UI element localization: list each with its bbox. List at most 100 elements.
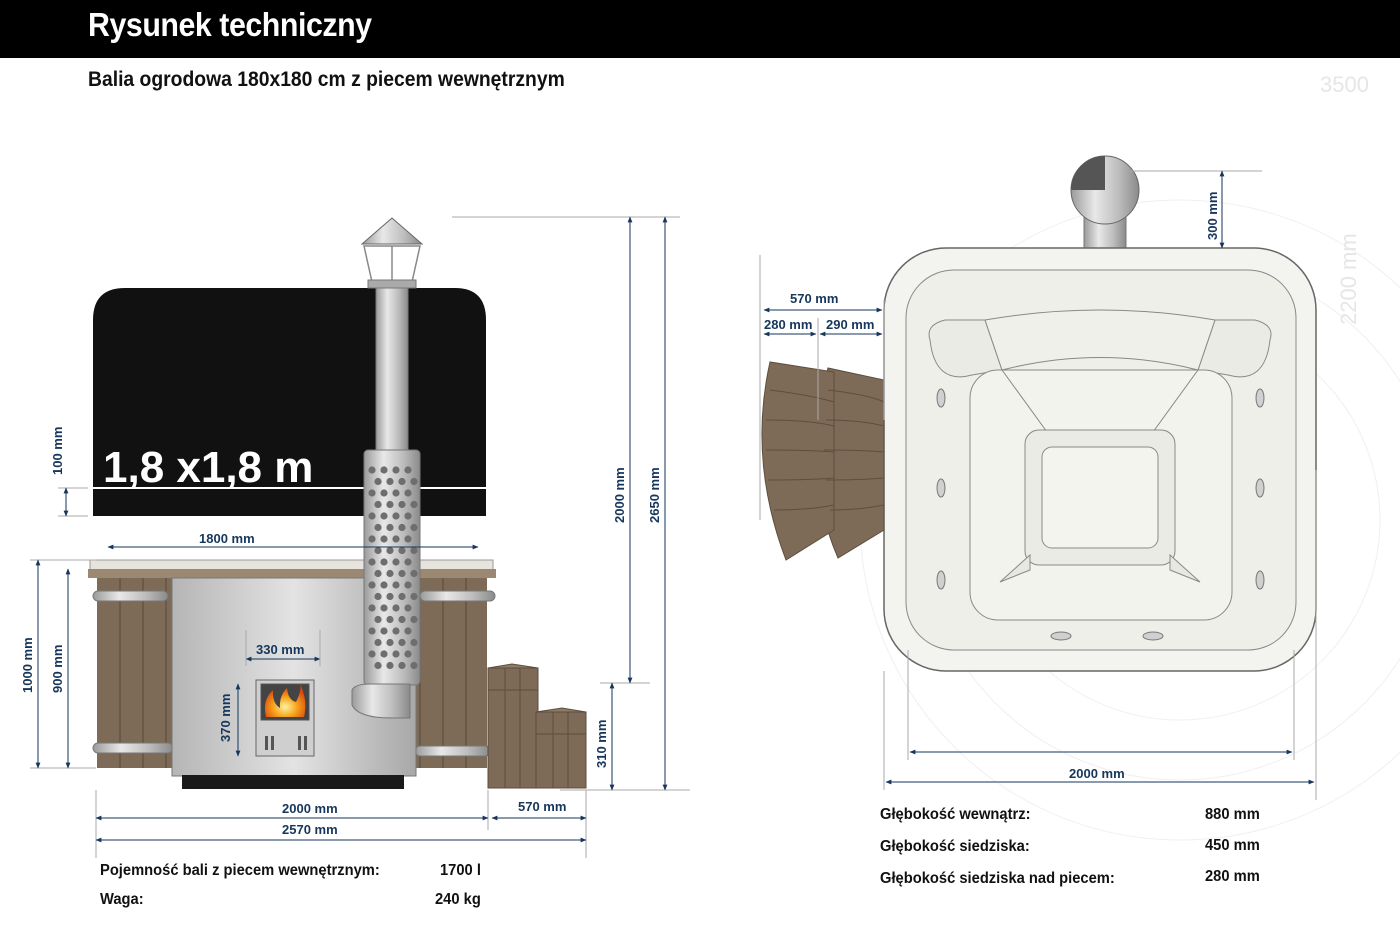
chimney-hole [398,638,406,647]
dim-stairs-height: 310 mm [594,720,609,768]
chimney-hole [368,558,376,566]
chimney-hole [392,512,400,520]
spec-label-weight: Waga: [100,891,144,908]
page-title: Rysunek techniczny [88,6,372,43]
chimney-hole [386,500,394,509]
chimney-hole [380,558,388,566]
chimney-hole [368,489,376,497]
dim-height-chimney: 2000 mm [612,467,627,523]
spec-label-inner-depth: Głębokość wewnątrz: [880,806,1031,823]
chimney-hole [392,489,400,497]
dim-step-1: 280 mm [764,317,812,332]
chimney-hole [368,604,376,612]
dim-cover-thickness: 100 mm [50,427,65,475]
chimney-hole [398,661,406,670]
chimney-hole [374,569,382,578]
chimney-hole [368,512,376,520]
stairs [487,663,587,789]
spec-value-weight: 240 kg [435,891,481,908]
dim-height-total: 1000 mm [20,637,35,693]
dim-base-width: 2000 mm [282,801,338,816]
chimney-hole [398,477,406,486]
dim-height-overall: 2650 mm [647,467,662,523]
dim-door-height: 370 mm [218,694,233,742]
chimney-hole [404,558,412,566]
dim-width-inner: 1800 mm [199,531,255,546]
chimney-hole [374,615,382,624]
chimney-hole [374,638,382,647]
stairs-top [761,361,885,561]
chimney-hole [380,466,388,474]
chimney-hole [404,627,412,635]
cover-size-label: 1,8 x1,8 m [103,443,313,492]
chimney-hole [398,615,406,624]
chimney-hole [404,512,412,520]
chimney-hole [392,650,400,658]
chimney-hole [368,627,376,635]
chimney-hole [380,581,388,589]
dim-step-2: 290 mm [826,317,874,332]
watermark-side-text: 2200 mm [1336,233,1361,325]
chimney-hole [380,627,388,635]
chimney-pipe [375,287,409,457]
chimney-hole [398,569,406,578]
chimney-hole [410,592,418,601]
chimney-hole [404,604,412,612]
chimney-hole [374,523,382,532]
dim-height-wall: 900 mm [50,645,65,693]
spec-value-seat-depth: 450 mm [1205,837,1260,854]
chimney-hole [386,569,394,578]
chimney-hole [374,477,382,486]
dim-stairs-width: 570 mm [518,799,566,814]
top-view: 300 mm 570 mm 280 mm 290 mm 2000 mm [759,155,1317,800]
jets [936,388,1265,641]
chimney-hole [410,569,418,578]
chimney-hole [386,546,394,555]
chimney-hole [386,477,394,486]
spec-value-stove-seat-depth: 280 mm [1205,868,1260,885]
spec-value-inner-depth: 880 mm [1205,806,1260,823]
chimney-hole [398,523,406,532]
chimney-hole [380,489,388,497]
chimney-hole [392,604,400,612]
chimney-hole [404,489,412,497]
spec-label-seat-depth: Głębokość siedziska: [880,838,1030,855]
chimney-hole [380,535,388,543]
chimney-hole [410,638,418,647]
chimney-hole [368,535,376,543]
chimney-hole [404,466,412,474]
spec-label-stove-seat-depth: Głębokość siedziska nad piecem: [880,870,1115,887]
chimney-hole [392,581,400,589]
chimney-hole [410,661,418,670]
chimney-hole [410,523,418,532]
chimney-hole [374,500,382,509]
chimney-hole [380,512,388,520]
chimney-hole [398,500,406,509]
chimney-hole [410,546,418,555]
dim-door-width: 330 mm [256,642,304,657]
chimney-hole [386,523,394,532]
dim-total-width: 2570 mm [282,822,338,837]
dim-chimney-offset: 300 mm [1205,192,1220,240]
chimney-hole [386,592,394,601]
chimney-hole [386,661,394,670]
chimney-hole [410,477,418,486]
page-subtitle: Balia ogrodowa 180x180 cm z piecem wewnę… [88,68,565,91]
spec-value-capacity: 1700 l [440,862,481,879]
chimney-hole [404,650,412,658]
chimney-cap [360,217,424,245]
chimney-hole [410,500,418,509]
chimney-hole [368,466,376,474]
chimney-hole [398,592,406,601]
chimney-holes [368,466,418,670]
title-bar: Rysunek techniczny [0,0,1400,58]
chimney-hole [368,581,376,589]
chimney-hole [386,615,394,624]
chimney-hole [368,650,376,658]
chimney-hole [392,466,400,474]
chimney-hole [374,661,382,670]
spec-label-capacity: Pojemność bali z piecem wewnętrznym: [100,862,380,879]
chimney-hole [398,546,406,555]
side-view: 1,8 x1,8 m [20,216,690,858]
